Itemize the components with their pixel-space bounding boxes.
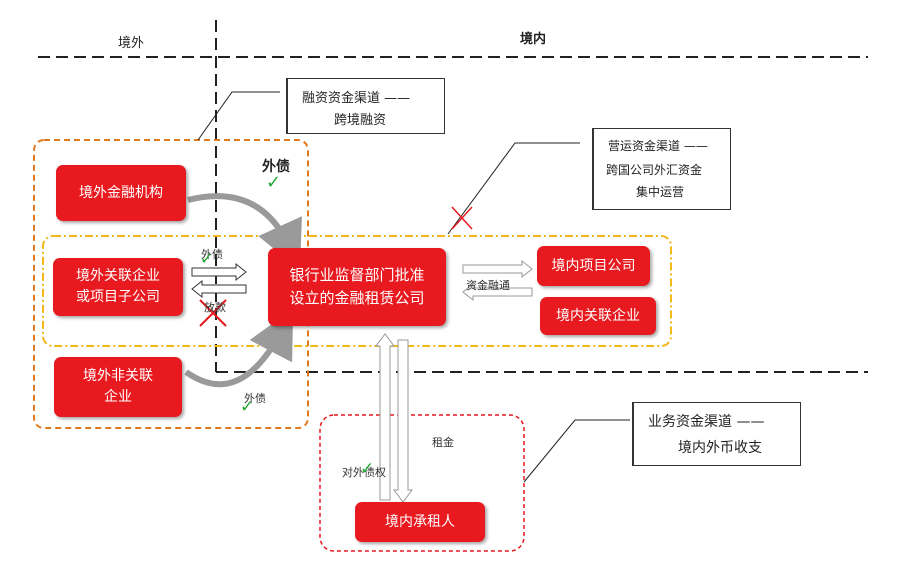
center-line1: 银行业监督部门批准 <box>289 266 425 284</box>
box-offshore-related-line2: 或项目子公司 <box>76 289 160 305</box>
arrow-claim-down <box>393 339 413 503</box>
callout-leader-business <box>523 419 630 483</box>
arrow-from-project <box>462 282 533 302</box>
callout-operating-line2: 跨国公司外汇资金 <box>606 163 703 177</box>
label-foreign-claim: 对外债权 <box>342 466 386 479</box>
callout-financing-line2: 跨境融资 <box>334 113 387 128</box>
callout-operating: 营运资金渠道 —— 跨国公司外汇资金 集中运营 <box>592 128 731 210</box>
callout-business-line2: 境内外币收支 <box>678 440 762 456</box>
box-offshore-nonrelated-line2: 企业 <box>104 389 132 405</box>
arrow-rent-up <box>375 333 395 501</box>
label-fund-pooling: 资金融通 <box>466 279 510 292</box>
label-foreign-debt-bottom: 外债 <box>244 392 266 405</box>
check-foreign-debt-bottom: ✓ <box>240 397 255 417</box>
box-financial-leasing-company: 银行业监督部门批准 设立的金融租赁公司 <box>268 248 446 326</box>
arrow-debt-from-nonrelated <box>184 308 294 388</box>
callout-financing: 融资资金渠道 —— 跨境融资 <box>286 78 445 134</box>
callout-leader-operating <box>447 142 580 235</box>
box-offshore-financial-institution: 境外金融机构 <box>56 165 186 221</box>
box-onshore-project-label: 境内项目公司 <box>551 257 636 274</box>
callout-business: 业务资金渠道 —— 境内外币收支 <box>632 402 801 466</box>
box-onshore-lessee-label: 境内承租人 <box>385 513 455 530</box>
box-offshore-nonrelated-line1: 境外非关联 <box>83 368 153 384</box>
box-offshore-nonrelated-company: 境外非关联 企业 <box>54 357 182 417</box>
box-offshore-related-line1: 境外关联企业 <box>76 268 160 284</box>
box-offshore-related-company: 境外关联企业 或项目子公司 <box>53 258 183 316</box>
callout-operating-line3: 集中运营 <box>636 185 685 199</box>
callout-business-line1: 业务资金渠道 —— <box>648 414 765 430</box>
box-onshore-project-company: 境内项目公司 <box>537 246 650 286</box>
label-foreign-debt-mid: 外债 <box>201 248 223 261</box>
arrow-from-center <box>191 279 247 299</box>
box-onshore-related-label: 境内关联企业 <box>556 307 640 324</box>
region-label-onshore: 境内 <box>520 32 547 47</box>
callout-financing-line1: 融资资金渠道 —— <box>302 91 411 106</box>
callout-operating-line1: 营运资金渠道 —— <box>608 139 708 153</box>
region-label-offshore: 境外 <box>118 36 145 51</box>
check-foreign-claim: ✓ <box>360 459 375 479</box>
center-line2: 设立的金融租赁公司 <box>289 289 425 307</box>
arrow-debt-from-financial <box>187 193 302 270</box>
label-loan-out: 放款 <box>204 301 226 314</box>
box-offshore-financial-label: 境外金融机构 <box>79 184 163 201</box>
arrow-to-project <box>462 259 533 279</box>
check-foreign-debt-top: ✓ <box>266 172 282 193</box>
label-rent: 租金 <box>432 436 454 449</box>
arrow-to-center <box>191 262 247 282</box>
box-onshore-lessee: 境内承租人 <box>355 502 485 542</box>
label-foreign-debt-top: 外债 <box>262 159 290 175</box>
box-onshore-related-company: 境内关联企业 <box>540 297 656 335</box>
callout-leader-financing <box>197 91 280 141</box>
operating-group-frame <box>42 235 672 347</box>
lessee-group-frame <box>319 414 525 552</box>
check-foreign-debt-mid: ✓ <box>200 249 214 268</box>
